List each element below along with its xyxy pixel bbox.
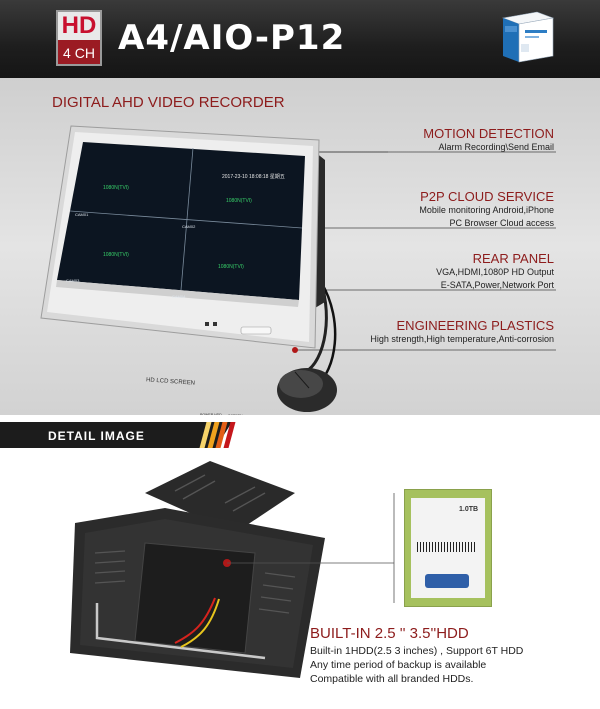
callout-desc: E-SATA,Power,Network Port [440,280,554,290]
hdd-barcode [417,542,477,552]
screen-tile-2-label: 1080N(TVI) [226,198,252,204]
screen-tile-3-label: 1080N(TVI) [103,252,129,258]
callout-title: ENGINEERING PLASTICS [396,318,554,333]
callout-title: REAR PANEL [472,251,554,266]
callout-rear-panel: REAR PANEL VGA,HDMI,1080P HD Output E-SA… [436,251,554,292]
callout-desc: High strength,High temperature,Anti-corr… [370,334,554,344]
hdd-capacity: 1.0TB [459,506,479,513]
hdd-line-3: Compatible with all branded HDDs. [310,673,474,685]
screen-cam-4: CAM04 [172,294,186,299]
model-title: A4/AIO-P12 [118,18,346,58]
detail-image-label: DETAIL IMAGE [48,429,145,443]
hdd-logo-icon [425,574,469,588]
hdd-line-1: Built-in 1HDD(2.5 3 inches) , Support 6T… [310,645,524,657]
screen-cam-2: CAM02 [182,224,196,229]
dvr-rear-housing-image [70,461,325,678]
product-box-icon [501,11,555,63]
screen-cam-3: CAM03 [66,278,80,283]
hdd-pointer-line [227,493,395,603]
feature-title: DIGITAL AHD VIDEO RECORDER [52,94,285,111]
hdd-image: 1.0TB [404,489,492,607]
hdd-label-sticker: 1.0TB [411,498,485,598]
detail-image-bar: DETAIL IMAGE [0,415,600,453]
hd-4ch-badge: HD 4 CH [56,10,102,66]
callout-desc: VGA,HDMI,1080P HD Output [436,267,554,277]
feature-section: DIGITAL AHD VIDEO RECORDER [0,78,600,418]
hdd-line-2: Any time period of backup is available [310,659,487,671]
hdd-title: BUILT-IN 2.5 '' 3.5''HDD [310,625,469,642]
callout-desc: Alarm Recording\Send Email [438,142,554,152]
callout-title: P2P CLOUD SERVICE [420,189,554,204]
detail-bar-background [0,422,232,448]
screen-tile-1-label: 1080N(TVI) [103,185,129,191]
screen-timestamp: 2017-23-10 18:08:18 星期五 [222,174,285,180]
screen-cam-1: CAM01 [75,212,89,217]
callout-motion-detection: MOTION DETECTION Alarm Recording\Send Em… [423,126,554,154]
screen-tile-4-label: 1080N(TVI) [218,264,244,270]
callout-p2p-cloud: P2P CLOUD SERVICE Mobile monitoring Andr… [419,189,554,230]
callout-desc: Mobile monitoring Android,iPhone [419,205,554,215]
callout-title: MOTION DETECTION [423,126,554,141]
callout-engineering-plastics: ENGINEERING PLASTICS High strength,High … [370,318,554,346]
callout-desc: PC Browser Cloud access [449,218,554,228]
badge-channel-text: 4 CH [58,40,100,64]
header-banner: HD 4 CH A4/AIO-P12 [0,0,600,78]
badge-hd-text: HD [58,12,100,40]
detail-section: 1.0TB BUILT-IN 2.5 '' 3.5''HDD Built-in … [0,453,600,709]
dvr-monitor-image [40,125,337,412]
